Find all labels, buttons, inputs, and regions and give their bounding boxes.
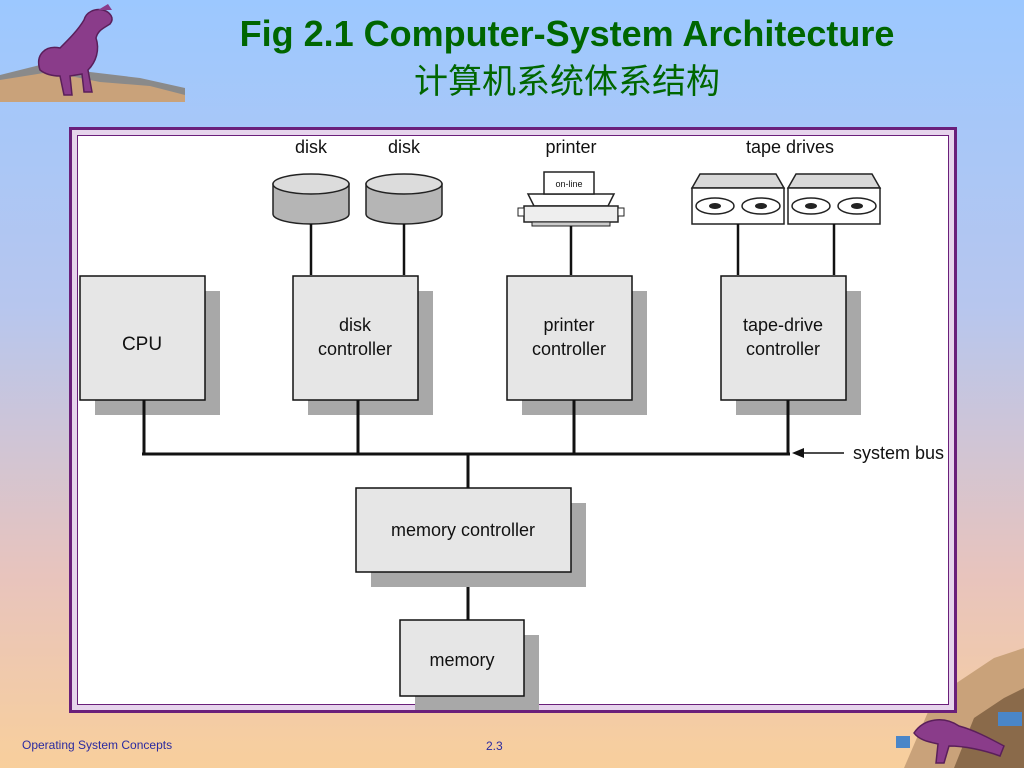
disk-label-1: disk [295, 137, 328, 157]
memory-box: memory [399, 619, 539, 710]
tape-drive-icon-1 [690, 173, 786, 225]
tape-controller-label-1: tape-drive [743, 315, 823, 335]
dinosaur-logo-bottom [896, 648, 1024, 768]
memory-controller-box: memory controller [355, 487, 586, 587]
device-links [309, 224, 836, 275]
tape-drive-icon-2 [786, 173, 882, 225]
tape-controller-label-2: controller [746, 339, 820, 359]
cpu-box: CPU [79, 275, 220, 415]
diagram-frame: disk disk printer tape drives [69, 127, 957, 713]
printer-controller-label-1: printer [543, 315, 594, 335]
disk-controller-box: disk controller [292, 275, 433, 415]
printer-controller-box: printer controller [506, 275, 647, 415]
system-bus-arrow [792, 448, 844, 458]
tape-controller-box: tape-drive controller [720, 275, 861, 415]
printer-status-label: on-line [555, 179, 582, 189]
printer-controller-label-2: controller [532, 339, 606, 359]
system-bus-label: system bus [853, 443, 944, 463]
memory-label: memory [429, 650, 494, 670]
page-number: 2.3 [486, 739, 503, 753]
cpu-label: CPU [122, 334, 162, 355]
disk-icon-2 [365, 173, 443, 225]
printer-label: printer [545, 137, 596, 157]
printer-icon: on-line [517, 171, 625, 227]
architecture-diagram: disk disk printer tape drives [79, 137, 944, 710]
disk-controller-label-2: controller [318, 339, 392, 359]
slide-subtitle: 计算机系统体系结构 [414, 62, 720, 102]
tape-drives-label: tape drives [746, 137, 834, 157]
dinosaur-logo-top [0, 4, 185, 102]
disk-label-2: disk [388, 137, 421, 157]
disk-icon-1 [272, 173, 350, 225]
footer-course-title: Operating System Concepts [22, 738, 173, 752]
memory-controller-label: memory controller [391, 520, 535, 540]
disk-controller-label-1: disk [339, 315, 372, 335]
diagram-canvas: disk disk printer tape drives [77, 135, 949, 710]
slide-title: Fig 2.1 Computer-System Architecture [239, 13, 895, 54]
